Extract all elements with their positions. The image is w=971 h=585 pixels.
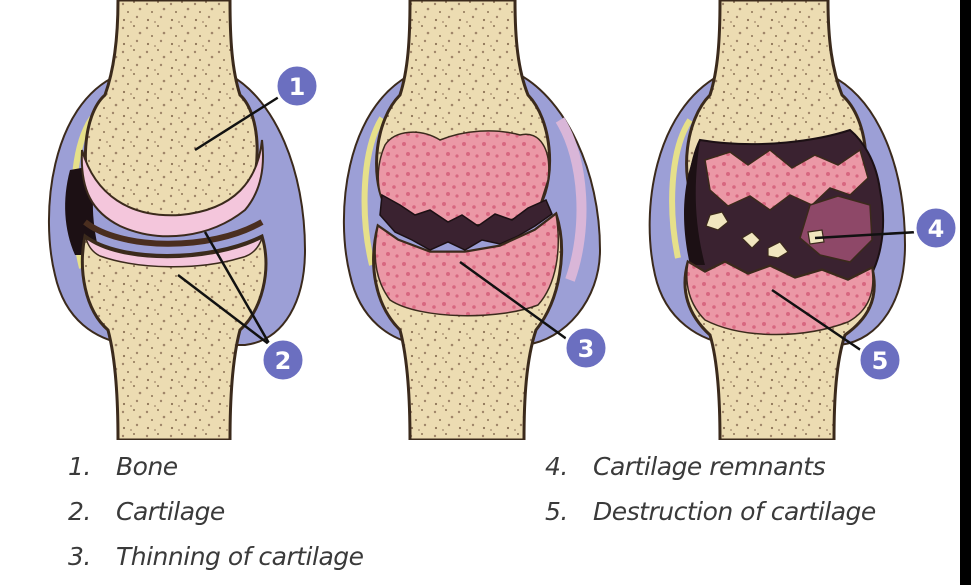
joint-thinning <box>344 0 600 440</box>
badge-1: 1 <box>276 65 318 107</box>
legend-number: 4. <box>545 452 593 481</box>
legend-label: Cartilage remnants <box>593 452 825 481</box>
legend-number: 2. <box>68 497 116 526</box>
badge-3-label: 3 <box>578 335 595 363</box>
badge-5: 5 <box>859 339 901 381</box>
badge-5-label: 5 <box>872 347 889 375</box>
legend-label: Destruction of cartilage <box>593 497 876 526</box>
legend-number: 5. <box>545 497 593 526</box>
badge-2: 2 <box>262 339 304 381</box>
badge-1-label: 1 <box>289 73 306 101</box>
legend-item-bone: 1.Bone <box>68 452 178 481</box>
badge-4: 4 <box>915 207 957 249</box>
legend-item-destruction: 5.Destruction of cartilage <box>545 497 876 526</box>
upper-bone <box>85 0 257 228</box>
legend-item-cartilage: 2.Cartilage <box>68 497 225 526</box>
legend-number: 3. <box>68 542 116 571</box>
joint-illustration: 1 2 3 4 5 <box>0 0 960 440</box>
legend-number: 1. <box>68 452 116 481</box>
badge-2-label: 2 <box>275 347 292 375</box>
legend-item-remnants: 4.Cartilage remnants <box>545 452 825 481</box>
badge-4-label: 4 <box>928 215 945 243</box>
legend-label: Bone <box>116 452 178 481</box>
legend-label: Cartilage <box>116 497 225 526</box>
badge-3: 3 <box>565 327 607 369</box>
legend-item-thinning: 3.Thinning of cartilage <box>68 542 364 571</box>
legend-label: Thinning of cartilage <box>116 542 364 571</box>
